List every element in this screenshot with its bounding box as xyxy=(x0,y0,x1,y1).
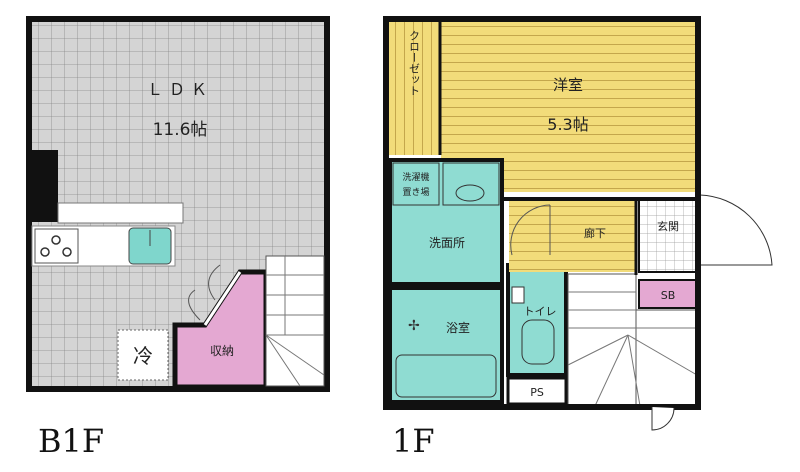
1f-plan: クローゼット 洋室 5.3帖 洗濯機 置き場 洗面所 浴室 ✢ トイレ PS 廊… xyxy=(383,16,773,460)
storage-door xyxy=(203,271,242,326)
outer-wall xyxy=(383,16,701,410)
corridor-label: 廊下 xyxy=(584,226,606,240)
stair-treads xyxy=(265,256,325,387)
storage-label: 収納 xyxy=(210,344,234,358)
washbasin xyxy=(442,162,500,206)
shoe-box-label: SB xyxy=(661,289,676,302)
washroom-label: 洗面所 xyxy=(429,236,465,250)
toilet-bowl-icon xyxy=(521,319,555,365)
entrance-door-icon xyxy=(699,194,773,266)
closet xyxy=(389,22,439,155)
burner-icon xyxy=(40,235,72,257)
fridge-label: 冷 xyxy=(133,344,153,368)
entrance xyxy=(638,198,698,273)
corridor xyxy=(509,199,636,272)
floor-label-1f: 1F xyxy=(392,422,435,460)
counter-bar xyxy=(57,202,184,224)
stove xyxy=(34,228,79,264)
toilet-label: トイレ xyxy=(524,305,557,318)
back-door-icon xyxy=(651,407,675,431)
b1f-plan: 冷 収納 ＬＤＫ 11.6帖 B1F xyxy=(26,16,330,460)
stair-treads xyxy=(567,291,698,407)
toilet-room xyxy=(506,263,568,377)
stairs-b1f xyxy=(265,255,325,387)
door-swing-icon xyxy=(510,204,551,256)
entrance-label: 玄関 xyxy=(657,219,679,233)
washer-label-2: 置き場 xyxy=(402,186,429,198)
stairs-1f xyxy=(567,273,637,407)
ldk-name: ＬＤＫ xyxy=(147,80,213,99)
closet-label: クローゼット xyxy=(408,30,421,96)
fridge-space xyxy=(117,329,169,381)
door-swing-icon xyxy=(188,264,221,321)
washer-space xyxy=(392,162,440,206)
western-room-size: 5.3帖 xyxy=(547,115,588,134)
ldk-size: 11.6帖 xyxy=(153,120,208,140)
floor-label-b1f: B1F xyxy=(38,422,104,460)
western-room-name: 洋室 xyxy=(553,76,583,94)
washer-label-1: 洗濯機 xyxy=(402,171,429,183)
ps-label: PS xyxy=(530,386,544,399)
faucet-icon: ✢ xyxy=(408,318,420,334)
paper-holder-icon xyxy=(511,286,525,304)
wall-block xyxy=(30,150,58,222)
bathtub xyxy=(395,354,497,398)
bath-label: 浴室 xyxy=(446,320,470,335)
